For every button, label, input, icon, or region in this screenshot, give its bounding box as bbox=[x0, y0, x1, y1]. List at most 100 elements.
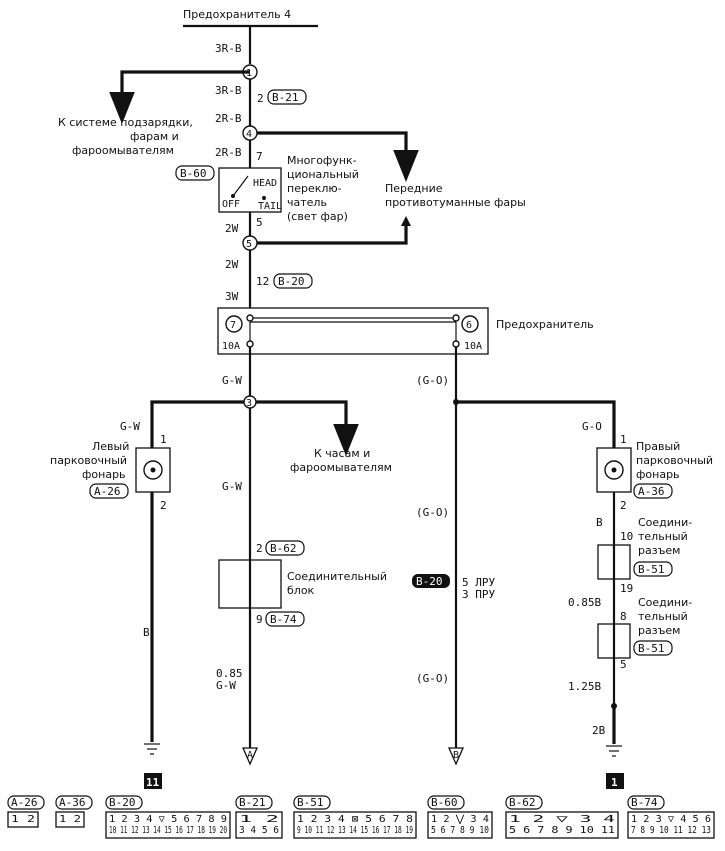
wire-2rb-2: 2R-B bbox=[215, 146, 242, 159]
switch-label-4: чатель bbox=[287, 196, 327, 209]
tag-b21 bbox=[267, 89, 307, 105]
fog-return bbox=[257, 222, 408, 245]
fuse-term-rt bbox=[452, 314, 460, 322]
wire-2w-1: 2W bbox=[225, 222, 239, 235]
legend-tag bbox=[427, 795, 465, 810]
connector-legend: A-261 2A-361 2B-201 2 3 4 ▽ 5 6 7 8 910 … bbox=[7, 795, 715, 839]
tag-b74-text: B-74 bbox=[270, 613, 297, 626]
fuse4-label: Предохранитель 4 bbox=[183, 8, 291, 21]
fog-label-2: противотуманные фары bbox=[385, 196, 526, 209]
tag-b60 bbox=[175, 165, 215, 181]
clock-label-2: фароомывателям bbox=[290, 461, 392, 474]
pin-19: 19 bbox=[620, 582, 633, 595]
wire-2rb-1: 2R-B bbox=[215, 112, 242, 125]
branch-charging bbox=[109, 70, 250, 124]
conn1-label-1: Соедини- bbox=[638, 516, 692, 529]
tag-b60-text: B-60 bbox=[180, 167, 207, 180]
fuse-7 bbox=[225, 315, 243, 333]
wire-go-3: (G-O) bbox=[416, 672, 449, 685]
legend-tag bbox=[235, 795, 273, 810]
switch-contact-1 bbox=[231, 194, 235, 198]
ground-1-badge bbox=[606, 773, 624, 789]
pin-1-right: 1 bbox=[620, 433, 627, 446]
legend-tag bbox=[105, 795, 143, 810]
wire-3w: 3W bbox=[225, 290, 239, 303]
switch-head: HEAD bbox=[253, 178, 277, 189]
legend-row: 1 2 3 4 ▽ 5 6 7 8 9 bbox=[109, 814, 227, 825]
legend-face bbox=[235, 811, 283, 839]
pin-1-left: 1 bbox=[160, 433, 167, 446]
wire-b-right: B bbox=[596, 516, 603, 529]
pin-10: 10 bbox=[620, 530, 633, 543]
legend-face bbox=[627, 811, 715, 839]
legend-row: 5 6 7 8 9 10 11 bbox=[509, 825, 615, 836]
tag-b74 bbox=[265, 611, 305, 627]
pin-8: 8 bbox=[620, 610, 627, 623]
legend-code: B-60 bbox=[431, 796, 458, 809]
tag-b62 bbox=[265, 540, 305, 556]
legend-code: A-36 bbox=[59, 796, 86, 809]
legend-row: 1 2 bbox=[11, 814, 35, 825]
legend-tag bbox=[293, 795, 331, 810]
fuse-term-lb bbox=[246, 340, 254, 348]
legend-row: 10 11 12 13 14 15 16 17 18 19 20 bbox=[109, 825, 227, 836]
pin-2-b21: 2 bbox=[257, 92, 264, 105]
ground-1-num: 1 bbox=[611, 776, 618, 789]
legend-tag bbox=[7, 795, 45, 810]
ground-11-num: 11 bbox=[146, 776, 160, 789]
legend-tag bbox=[627, 795, 665, 810]
legend-row: 1 2 bbox=[59, 814, 81, 825]
pin-pru: 3 ПРУ bbox=[462, 588, 495, 601]
wire-085b: 0.85B bbox=[568, 596, 601, 609]
terminal-b bbox=[448, 747, 464, 766]
pin-9: 9 bbox=[256, 613, 263, 626]
legend-face bbox=[55, 811, 85, 828]
wire-125b: 1.25B bbox=[568, 680, 601, 693]
tag-b51a-text: B-51 bbox=[638, 563, 665, 576]
switch-off: OFF bbox=[222, 199, 240, 210]
wire-gw-1: G-W bbox=[222, 374, 242, 387]
legend-row: 3 4 5 6 bbox=[239, 825, 279, 836]
conn2-label-1: Соедини- bbox=[638, 596, 692, 609]
fog-label-1: Передние bbox=[385, 182, 443, 195]
pin-7: 7 bbox=[256, 150, 263, 163]
charging-label-2: фарам и bbox=[130, 130, 179, 143]
legend-row: 1 2 ▽ 3 4 bbox=[509, 814, 615, 825]
wire-3rb-1: 3R-B bbox=[215, 42, 242, 55]
conn2-label-3: разъем bbox=[638, 624, 680, 637]
tag-a26-text: A-26 bbox=[94, 485, 121, 498]
legend-face bbox=[7, 811, 39, 828]
fuse-10a-left: 10A bbox=[222, 341, 240, 352]
conn1-label-3: разъем bbox=[638, 544, 680, 557]
legend-code: A-26 bbox=[11, 796, 38, 809]
conn2-label-2: тельный bbox=[638, 610, 688, 623]
wire-3rb-2: 3R-B bbox=[215, 84, 242, 97]
terminal-a-text: A bbox=[247, 750, 253, 761]
tag-b51b-text: B-51 bbox=[638, 642, 665, 655]
right-lamp-core bbox=[611, 467, 617, 473]
branch-clock bbox=[256, 400, 359, 456]
ground-11-badge bbox=[144, 773, 162, 789]
legend-row: 1 2 bbox=[239, 814, 279, 825]
switch-label-1: Многофунк- bbox=[287, 154, 357, 167]
jblock-label-1: Соединительный bbox=[287, 570, 387, 583]
switch-label-5: (свет фар) bbox=[287, 210, 348, 223]
legend-code: B-21 bbox=[239, 796, 266, 809]
switch-tail: TAIL bbox=[258, 201, 282, 212]
right-lamp-label-2: парковочный bbox=[636, 454, 713, 467]
fuse-label: Предохранитель bbox=[496, 318, 594, 331]
pin-5: 5 bbox=[256, 216, 263, 229]
left-lamp-core bbox=[150, 467, 156, 473]
pin-lru: 5 ЛРУ bbox=[462, 576, 495, 589]
splice-5-num: 5 bbox=[246, 239, 252, 250]
branch-right-lamp bbox=[456, 400, 616, 448]
fuse-6-num: 6 bbox=[466, 320, 472, 331]
legend-code: B-51 bbox=[297, 796, 324, 809]
conn1-label-2: тельный bbox=[638, 530, 688, 543]
switch-lever bbox=[232, 175, 249, 197]
splice-3-num: 3 bbox=[246, 398, 252, 409]
branch-left-lamp bbox=[150, 400, 244, 448]
wire-go-4: G-O bbox=[582, 420, 602, 433]
tag-b51b bbox=[633, 640, 673, 656]
